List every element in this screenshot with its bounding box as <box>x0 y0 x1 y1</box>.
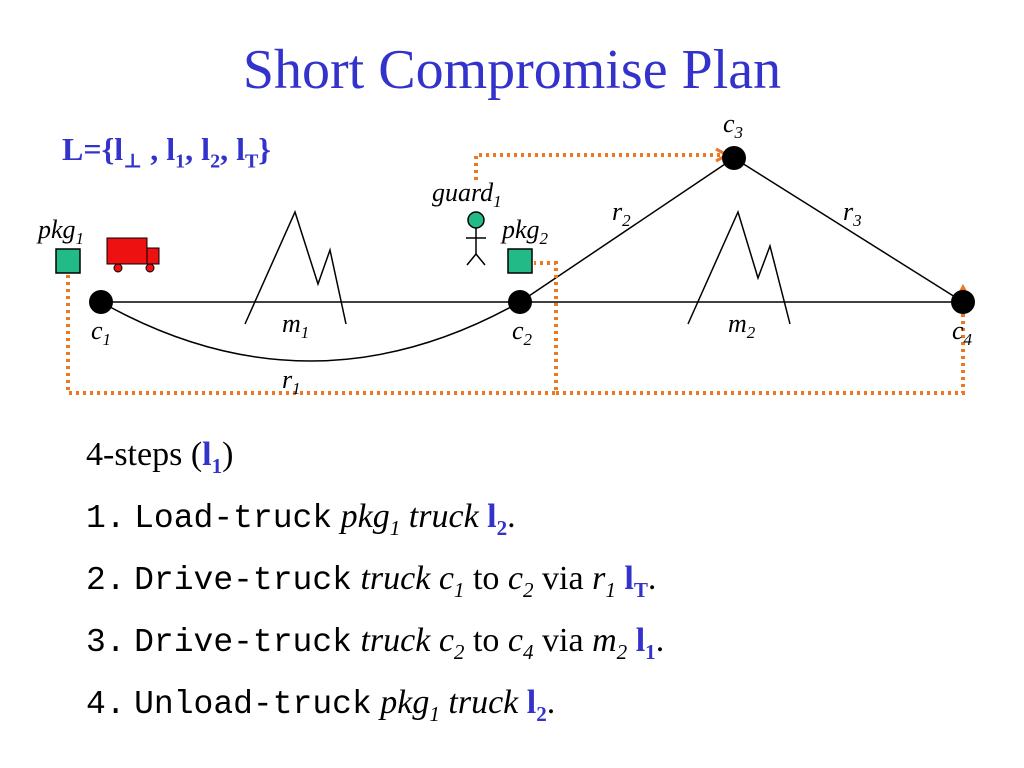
node-label-c4: c4 <box>952 316 973 350</box>
road-r3 <box>733 157 964 303</box>
node-c4 <box>951 290 975 314</box>
road-r1 <box>100 301 521 362</box>
node-label-c3: c3 <box>723 109 744 143</box>
plan-route-c4 <box>556 290 965 395</box>
edge-label-r1: r1 <box>282 365 301 399</box>
mountain-m1 <box>244 209 347 325</box>
level-set: L={l⊥ , l1, l2, lT} <box>62 131 271 173</box>
truck-icon <box>106 237 160 273</box>
edge-label-m1: m1 <box>282 309 310 343</box>
edge-label-r2: r2 <box>612 197 631 231</box>
package-pkg1 <box>55 248 81 274</box>
step-2: 2. Drive-truck truck c1 to c2 via r1 lT. <box>86 560 657 602</box>
guard-icon <box>466 211 486 266</box>
edge-label-m2: m2 <box>728 309 756 343</box>
edge-label-r3: r3 <box>843 197 862 231</box>
object-label-pkg2: pkg2 <box>502 215 549 249</box>
step-3: 3. Drive-truck truck c2 to c4 via m2 l1. <box>86 622 665 664</box>
step-1: 1. Load-truck pkg1 truck l2. <box>86 498 516 540</box>
object-label-pkg1: pkg1 <box>38 215 85 249</box>
node-label-c2: c2 <box>512 316 533 350</box>
guard-route <box>474 153 722 180</box>
mountain-m2 <box>687 209 791 325</box>
node-label-c1: c1 <box>91 316 112 350</box>
map-diagram <box>55 146 975 395</box>
node-c1 <box>89 290 113 314</box>
steps-header: 4-steps (l1) <box>86 436 234 478</box>
node-c3 <box>722 146 746 170</box>
plan-route <box>66 261 558 395</box>
package-pkg2 <box>507 248 533 274</box>
slide-title: Short Compromise Plan <box>242 39 782 101</box>
step-4: 4. Unload-truck pkg1 truck l2. <box>86 684 556 726</box>
object-label-guard1: guard1 <box>432 178 502 212</box>
node-c2 <box>508 290 532 314</box>
